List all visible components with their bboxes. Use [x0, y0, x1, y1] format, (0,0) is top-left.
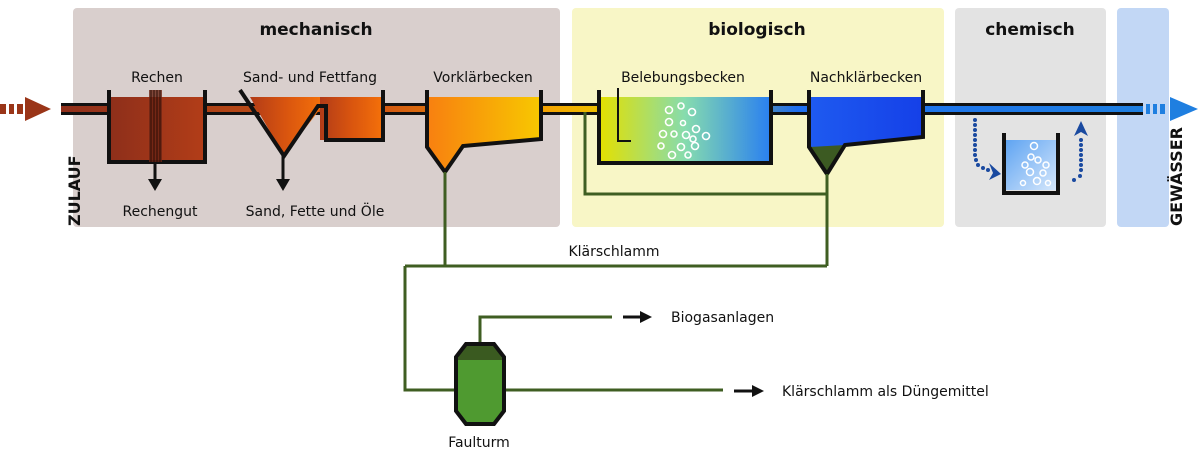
dosing-out-arrow-icon	[1072, 121, 1088, 182]
chemical-basin	[1002, 133, 1060, 195]
aeration-bubbles-icon	[657, 102, 711, 160]
nachklaer-label: Nachklärbecken	[810, 70, 922, 86]
sandfang-output-label: Sand, Fette und Öle	[246, 202, 385, 220]
rechen-label: Rechen	[131, 70, 183, 86]
biogas-output-label: Biogasanlagen	[671, 310, 774, 326]
zone-title-mechanical: mechanisch	[259, 20, 372, 40]
zone-outlet	[1117, 8, 1169, 227]
vorklaer-tank	[425, 90, 543, 176]
zone-title-chemical: chemisch	[985, 20, 1075, 40]
fertilizer-output-label: Klärschlamm als Düngemittel	[782, 384, 989, 400]
zone-mechanical	[73, 8, 560, 227]
sandfang-label: Sand- und Fettfang	[243, 70, 377, 86]
inlet-label: ZULAUF	[65, 155, 84, 226]
outlet-arrow-icon	[1146, 97, 1198, 121]
rechen-output-label: Rechengut	[122, 204, 198, 220]
sandfang-output-arrow-icon	[276, 156, 290, 191]
digester-label: Faulturm	[448, 435, 510, 451]
outlet-label: GEWÄSSER	[1167, 127, 1186, 226]
sludge-lines	[403, 112, 829, 392]
vorklaer-label: Vorklärbecken	[433, 70, 532, 86]
fertilizer-arrow-icon	[734, 385, 764, 397]
belebung-label: Belebungsbecken	[621, 70, 745, 86]
sandfang-tank	[238, 88, 385, 160]
sludge-label: Klärschlamm	[568, 244, 659, 260]
digester-icon	[454, 342, 506, 426]
rechen-output-arrow-icon	[148, 162, 162, 191]
nachklaer-tank	[807, 90, 925, 178]
belebung-tank	[597, 88, 773, 165]
zone-title-biological: biologisch	[708, 20, 805, 40]
dosing-in-arrow-icon	[973, 118, 1001, 180]
rechen-tank	[107, 90, 207, 164]
inlet-arrow-icon	[0, 97, 51, 121]
biogas-arrow-icon	[623, 311, 652, 323]
